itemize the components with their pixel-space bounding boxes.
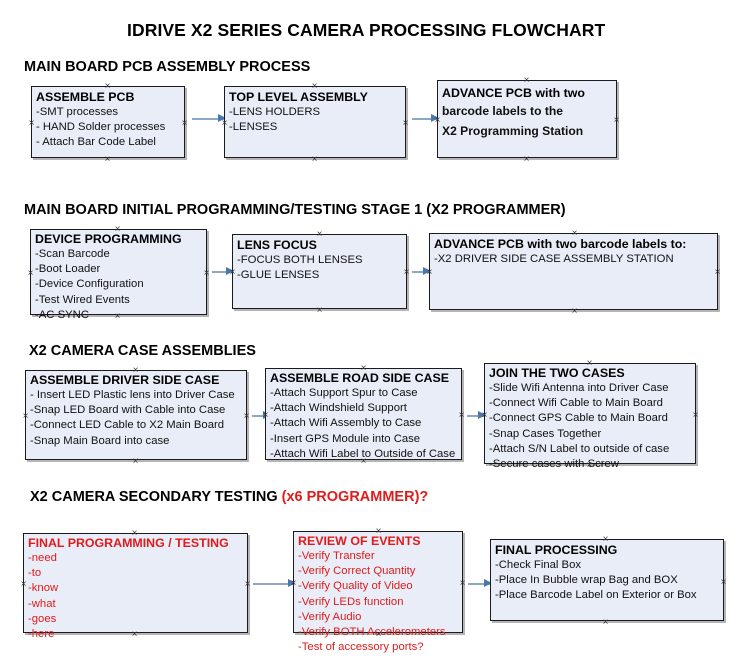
resize-handle-bottom[interactable] [315,306,324,315]
box-line: -Attach Wifi Label to Outside of Case [270,447,456,460]
box-line: X2 Programming Station [442,124,584,138]
connector-arrow [467,411,486,420]
box-line: -Attach S/N Label to outside of case [489,442,670,455]
resize-handle-bottom[interactable] [310,155,319,164]
box-line: -goes [28,612,57,625]
box-title: ADVANCE PCB with two [442,86,585,100]
resize-handle-right[interactable] [713,268,722,277]
box-line: -Connect LED Cable to X2 Main Board [30,419,225,432]
process-box-advance-pcb-station[interactable]: ADVANCE PCB with two barcode labels to t… [437,80,617,158]
process-box-assemble-road-side-case[interactable]: ASSEMBLE ROAD SIDE CASE -Attach Support … [265,368,462,460]
box-line: -Check Final Box [495,559,582,571]
process-box-join-the-two-cases[interactable]: JOIN THE TWO CASES -Slide Wifi Antenna i… [484,363,696,470]
section-heading-1: MAIN BOARD PCB ASSEMBLY PROCESS [24,59,311,75]
section-heading-3: X2 CAMERA CASE ASSEMBLIES [29,343,256,359]
box-line: -Verify Audio [298,610,362,623]
box-line: -need [28,552,57,564]
box-title: DEVICE PROGRAMMING [35,232,182,246]
box-line: -Connect Wifi Cable to Main Board [489,397,663,410]
box-line: -know [28,582,59,595]
process-box-assemble-driver-side-case[interactable]: ASSEMBLE DRIVER SIDE CASE - Insert LED P… [25,370,247,460]
connector-arrow [192,114,226,123]
box-line: -Verify Transfer [298,550,375,562]
box-line: -Attach Wifi Assembly to Case [270,417,422,430]
process-box-device-programming[interactable]: DEVICE PROGRAMMING -Scan Barcode -Boot L… [30,229,207,321]
box-line: - Insert LED Plastic lens into Driver Ca… [30,389,235,401]
box-line: -FOCUS BOTH LENSES [237,254,363,266]
box-line: -to [28,567,42,580]
connector-arrow [468,579,492,588]
process-box-advance-pcb-driver-side[interactable]: ADVANCE PCB with two barcode labels to: … [429,233,718,310]
box-title: FINAL PROGRAMMING / TESTING [28,536,229,550]
box-line: -Snap LED Board with Cable into Case [30,404,226,417]
resize-handle-bottom[interactable] [103,155,112,164]
resize-handle-bottom[interactable] [522,155,531,164]
section-heading-4-suffix: (x6 PROGRAMMER)? [281,489,429,505]
box-line: -LENS HOLDERS [229,106,321,118]
box-title: FINAL PROCESSING [495,543,618,557]
box-line: -SMT processes [36,106,119,118]
box-line: - Attach Bar Code Label [36,136,156,149]
process-box-assemble-pcb[interactable]: ASSEMBLE PCB -SMT processes - HAND Solde… [31,86,185,158]
box-line: -Test Wired Events [35,293,130,306]
box-line: -Attach Windshield Support [270,402,407,415]
resize-handle-left[interactable] [26,269,35,278]
box-title: ASSEMBLE DRIVER SIDE CASE [30,373,220,387]
box-title: TOP LEVEL ASSEMBLY [229,90,368,104]
process-box-top-level-assembly[interactable]: TOP LEVEL ASSEMBLY -LENS HOLDERS -LENSES [224,86,406,158]
box-line: -Attach Support Spur to Case [270,387,418,399]
resize-handle-left[interactable] [27,119,36,128]
section-heading-4-main: X2 CAMERA SECONDARY TESTING [30,489,282,505]
process-box-lens-focus[interactable]: LENS FOCUS -FOCUS BOTH LENSES -GLUE LENS… [232,234,407,309]
box-line: -Connect GPS Cable to Main Board [489,412,668,425]
box-line: -Snap Cases Together [489,427,602,440]
connector-arrow [412,267,431,276]
box-line: -here [28,628,55,641]
connector-arrow [412,114,439,123]
box-line: -AC SYNC [35,308,89,321]
section-heading-2: MAIN BOARD INITIAL PROGRAMMING/TESTING S… [24,202,566,218]
resize-handle-left[interactable] [21,412,30,421]
box-line: -Boot Loader [35,263,101,276]
resize-handle-bottom[interactable] [601,618,610,627]
box-line: -Slide Wifi Antenna into Driver Case [489,382,669,394]
box-line: -GLUE LENSES [237,269,320,282]
resize-handle-bottom[interactable] [570,307,579,316]
box-line: -Place Barcode Label on Exterior or Box [495,589,697,602]
box-line: -Device Configuration [35,278,144,291]
box-title: REVIEW OF EVENTS [298,534,421,548]
box-line: barcode labels to the [442,104,563,118]
box-line: -Insert GPS Module into Case [270,432,421,445]
process-box-review-of-events[interactable]: REVIEW OF EVENTS -Verify Transfer -Verif… [293,531,463,653]
box-line: -Place In Bubble wrap Bag and BOX [495,574,678,587]
resize-handle-bottom[interactable] [131,457,140,466]
box-line: -Verify LEDs function [298,595,404,608]
connector-arrow [212,267,234,276]
box-line: -Verify Quality of Video [298,580,413,593]
box-line: -Verify Correct Quantity [298,565,416,578]
box-title: JOIN THE TWO CASES [489,366,625,380]
box-line: -Verify BOTH Accelerometers [298,626,446,639]
section-heading-4: X2 CAMERA SECONDARY TESTING (x6 PROGRAMM… [30,489,428,505]
box-title: ASSEMBLE ROAD SIDE CASE [270,371,449,385]
resize-handle-top[interactable] [522,76,531,85]
box-line: -LENSES [229,121,278,134]
box-title: ASSEMBLE PCB [36,90,135,104]
resize-handle-left[interactable] [19,580,28,589]
box-line: -what [28,597,56,610]
box-line: - HAND Solder processes [36,121,166,134]
box-line: -Snap Main Board into case [30,434,170,447]
box-line: -Secure cases with Screw [489,458,619,471]
box-line: -X2 DRIVER SIDE CASE ASSEMBLY STATION [434,253,674,265]
box-line-overflow: -Test of accessory ports? [298,641,424,654]
process-box-final-processing[interactable]: FINAL PROCESSING -Check Final Box -Place… [490,539,724,621]
connector-arrow [253,579,296,588]
box-title: ADVANCE PCB with two barcode labels to: [434,237,687,251]
box-title: LENS FOCUS [237,238,317,252]
process-box-final-programming-testing[interactable]: FINAL PROGRAMMING / TESTING -need -to -k… [23,533,248,640]
page-title: IDRIVE X2 SERIES CAMERA PROCESSING FLOWC… [127,20,606,40]
box-line: -Scan Barcode [35,248,110,260]
